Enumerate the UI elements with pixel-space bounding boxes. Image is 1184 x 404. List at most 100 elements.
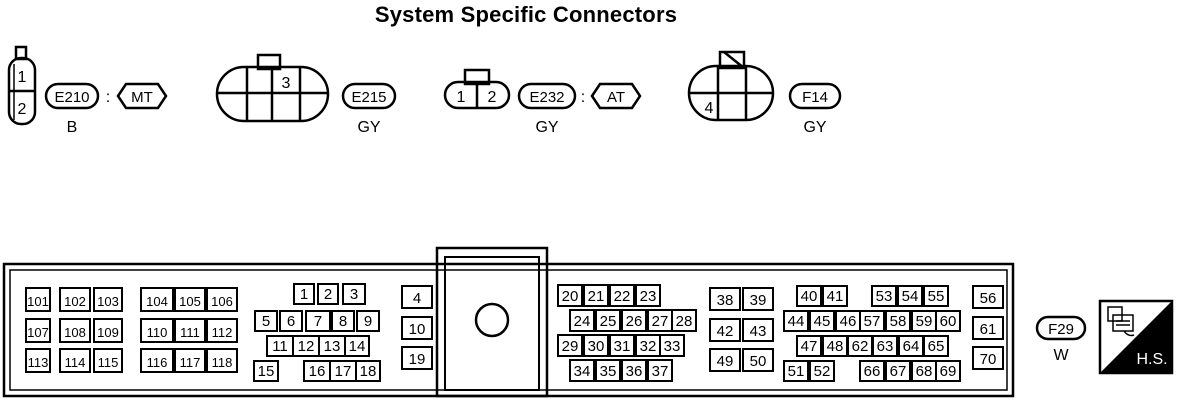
ecm-pin-42: 42 (709, 318, 741, 342)
ecm-pin-label: 50 (750, 353, 767, 370)
ecm-pin-label: 39 (750, 292, 767, 309)
ecm-pin-44: 44 (783, 310, 809, 332)
ecm-pin-35: 35 (595, 359, 621, 382)
ecm-pin-label: 2 (324, 286, 332, 303)
ecm-pin-label: 54 (902, 288, 919, 305)
ecm-pin-20: 20 (557, 284, 583, 307)
ecm-pin-label: 5 (262, 313, 270, 330)
ecm-pin-8: 8 (331, 310, 355, 332)
ecm-pin-label: 12 (298, 338, 315, 355)
ecm-pin-34: 34 (569, 359, 595, 382)
ecm-pin-43: 43 (742, 318, 774, 342)
ecm-pin-60: 60 (935, 310, 961, 332)
ecm-pin-23: 23 (635, 284, 661, 307)
e232-id: E232 (529, 89, 564, 106)
ecm-pin-62: 62 (847, 335, 873, 357)
e210-pin-1: 1 (18, 69, 27, 86)
ecm-pin-label: 23 (640, 288, 657, 305)
ecm-pin-37: 37 (647, 359, 673, 382)
ecm-pin-label: 48 (827, 338, 844, 355)
ecm-pin-52: 52 (809, 360, 835, 382)
ecm-pin-label: 64 (903, 338, 920, 355)
ecm-pin-2: 2 (317, 283, 339, 305)
ecm-pin-label: 113 (28, 355, 49, 370)
ecm-pin-label: 4 (413, 290, 421, 307)
ecm-pin-59: 59 (911, 310, 937, 332)
ecm-pin-56: 56 (972, 285, 1004, 309)
ecm-pin-label: 111 (180, 325, 200, 340)
ecm-pin-54: 54 (897, 285, 923, 307)
ecm-pin-55: 55 (923, 285, 949, 307)
ecm-pin-30: 30 (583, 334, 609, 357)
ecm-pin-label: 7 (314, 313, 322, 330)
ecm-pin-36: 36 (621, 359, 647, 382)
ecm-pin-106: 106 (206, 287, 238, 312)
ecm-pin-116: 116 (140, 348, 174, 373)
ecm-pin-3: 3 (342, 283, 366, 305)
harness-side-connector-icon (1107, 306, 1135, 337)
connector-e215: 3 E215 GY (215, 53, 397, 136)
ecm-pin-65: 65 (923, 335, 949, 357)
ecm-pin-label: 105 (179, 294, 201, 309)
ecm-pin-label: 6 (287, 313, 295, 330)
e215-pin-3: 3 (282, 75, 291, 92)
ecm-pin-label: 41 (827, 288, 844, 305)
f14-id: F14 (802, 89, 828, 106)
ecm-pin-label: 31 (614, 338, 631, 355)
diagram-title: System Specific Connectors (374, 2, 678, 27)
ecm-pin-27: 27 (647, 309, 673, 332)
ecm-pin-11: 11 (266, 335, 294, 357)
ecm-pin-57: 57 (859, 310, 885, 332)
ecm-pin-12: 12 (292, 335, 320, 357)
connector-e210: 1 2 E210 : MT B (7, 45, 168, 136)
ecm-pin-63: 63 (872, 335, 898, 357)
ecm-pin-label: 14 (349, 338, 366, 355)
ecm-pin-label: 8 (339, 313, 347, 330)
connector-f29-housing: F29 W (2, 246, 1087, 398)
ecm-pin-107: 107 (25, 318, 51, 343)
ecm-pin-68: 68 (911, 360, 937, 382)
ecm-pin-label: 20 (562, 288, 579, 305)
ecm-pin-53: 53 (871, 285, 897, 307)
ecm-pin-19: 19 (401, 346, 433, 370)
ecm-pin-label: 68 (916, 363, 933, 380)
ecm-pin-label: 28 (676, 313, 693, 330)
ecm-pin-4: 4 (401, 285, 433, 309)
ecm-pin-label: 19 (409, 351, 426, 368)
ecm-pin-115: 115 (93, 348, 123, 373)
e210-condition: MT (131, 89, 153, 106)
ecm-pin-label: 13 (324, 338, 341, 355)
ecm-pin-label: 15 (258, 363, 275, 380)
ecm-pin-label: 42 (717, 323, 734, 340)
ecm-pin-label: 62 (852, 338, 869, 355)
ecm-pin-22: 22 (609, 284, 635, 307)
ecm-pin-label: 46 (840, 313, 857, 330)
f29-id: F29 (1048, 321, 1074, 338)
ecm-pin-label: 102 (64, 294, 86, 309)
ecm-pin-label: 109 (97, 325, 119, 340)
ecm-pin-label: 70 (980, 351, 997, 368)
ecm-pin-48: 48 (822, 335, 848, 357)
ecm-pin-label: 49 (717, 353, 734, 370)
ecm-pin-label: 33 (664, 338, 681, 355)
hs-badge: H.S. (1098, 299, 1174, 375)
ecm-pin-104: 104 (140, 287, 174, 312)
ecm-pin-66: 66 (859, 360, 885, 382)
ecm-pin-label: 118 (212, 355, 233, 370)
ecm-pin-70: 70 (972, 346, 1004, 370)
hs-badge-text: H.S. (1136, 351, 1167, 368)
ecm-pin-6: 6 (279, 310, 303, 332)
ecm-pin-label: 58 (890, 313, 907, 330)
ecm-pin-label: 101 (27, 294, 49, 309)
ecm-pin-105: 105 (174, 287, 206, 312)
ecm-pin-9: 9 (356, 310, 380, 332)
ecm-pin-21: 21 (583, 284, 609, 307)
svg-text::: : (581, 89, 585, 106)
ecm-pin-label: 40 (801, 288, 818, 305)
ecm-pin-label: 3 (350, 286, 358, 303)
ecm-pin-46: 46 (835, 310, 861, 332)
ecm-pin-32: 32 (635, 334, 661, 357)
ecm-pin-label: 59 (916, 313, 933, 330)
ecm-pin-label: 45 (814, 313, 831, 330)
